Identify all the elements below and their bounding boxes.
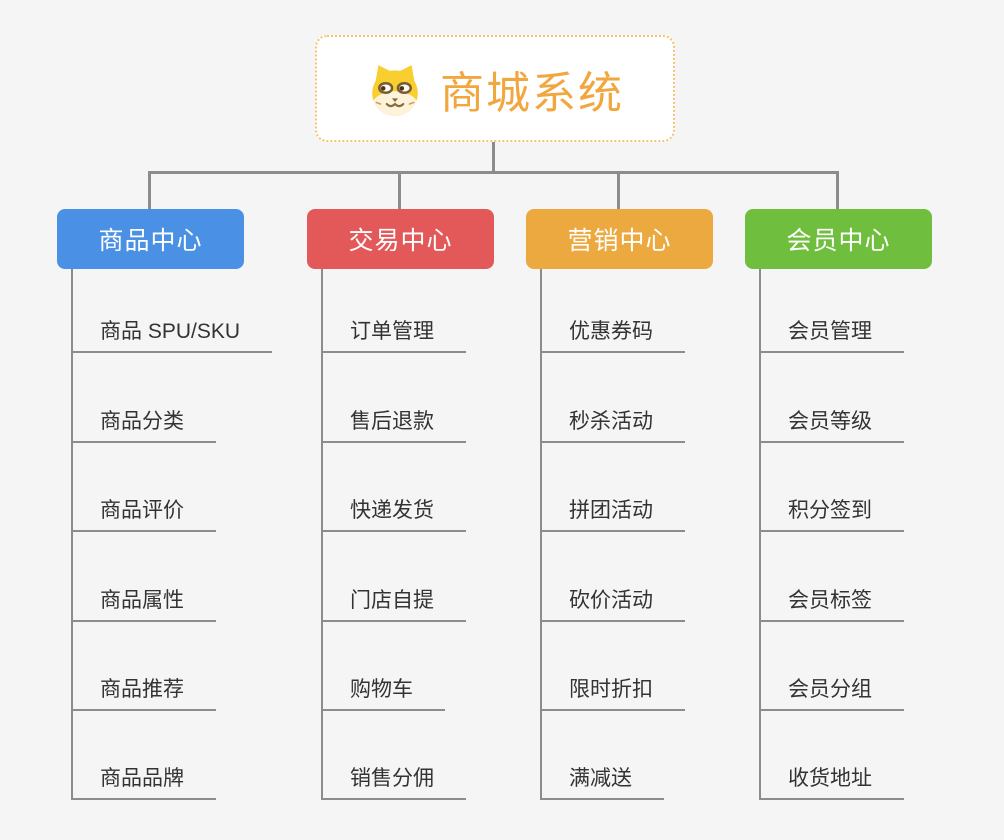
child-node[interactable]: 售后退款 xyxy=(323,401,466,443)
child-node[interactable]: 快递发货 xyxy=(323,490,466,532)
branch-children-member-center: 会员管理 会员等级 积分签到 会员标签 会员分组 收货地址 xyxy=(759,269,904,800)
child-node[interactable]: 商品品牌 xyxy=(73,758,216,800)
branch-drop-connector xyxy=(148,173,151,209)
root-title: 商城系统 xyxy=(440,68,624,118)
child-node[interactable]: 会员分组 xyxy=(761,669,904,711)
child-node[interactable]: 收货地址 xyxy=(761,758,904,800)
child-node[interactable]: 满减送 xyxy=(542,758,664,800)
branch-node-trade-center[interactable]: 交易中心 xyxy=(307,209,494,269)
child-node[interactable]: 秒杀活动 xyxy=(542,401,685,443)
child-node[interactable]: 订单管理 xyxy=(323,311,466,353)
root-node[interactable]: 商城系统 xyxy=(315,35,675,142)
child-node[interactable]: 商品 SPU/SKU xyxy=(73,311,273,353)
child-node[interactable]: 拼团活动 xyxy=(542,490,685,532)
child-node[interactable]: 砍价活动 xyxy=(542,580,685,622)
branch-drop-connector xyxy=(398,173,401,209)
child-node[interactable]: 商品评价 xyxy=(73,490,216,532)
branch-drop-connector xyxy=(836,173,839,209)
child-node[interactable]: 优惠券码 xyxy=(542,311,685,353)
branch-node-product-center[interactable]: 商品中心 xyxy=(57,209,244,269)
child-node[interactable]: 门店自提 xyxy=(323,580,466,622)
branch-children-marketing-center: 优惠券码 秒杀活动 拼团活动 砍价活动 限时折扣 满减送 xyxy=(540,269,685,800)
branch-node-member-center[interactable]: 会员中心 xyxy=(745,209,932,269)
root-stem-connector xyxy=(492,142,495,173)
branch-bus-connector xyxy=(148,171,839,174)
child-node[interactable]: 会员标签 xyxy=(761,580,904,622)
branch-drop-connector xyxy=(617,173,620,209)
dog-face-icon xyxy=(366,60,424,118)
child-node[interactable]: 商品推荐 xyxy=(73,669,216,711)
child-node[interactable]: 商品分类 xyxy=(73,401,216,443)
child-node[interactable]: 商品属性 xyxy=(73,580,216,622)
child-node[interactable]: 销售分佣 xyxy=(323,758,466,800)
child-node[interactable]: 购物车 xyxy=(323,669,445,711)
child-node[interactable]: 积分签到 xyxy=(761,490,904,532)
branch-children-trade-center: 订单管理 售后退款 快递发货 门店自提 购物车 销售分佣 xyxy=(321,269,466,800)
branch-children-product-center: 商品 SPU/SKU 商品分类 商品评价 商品属性 商品推荐 商品品牌 xyxy=(71,269,273,800)
child-node[interactable]: 会员等级 xyxy=(761,401,904,443)
child-node[interactable]: 会员管理 xyxy=(761,311,904,353)
branch-node-marketing-center[interactable]: 营销中心 xyxy=(526,209,713,269)
child-node[interactable]: 限时折扣 xyxy=(542,669,685,711)
